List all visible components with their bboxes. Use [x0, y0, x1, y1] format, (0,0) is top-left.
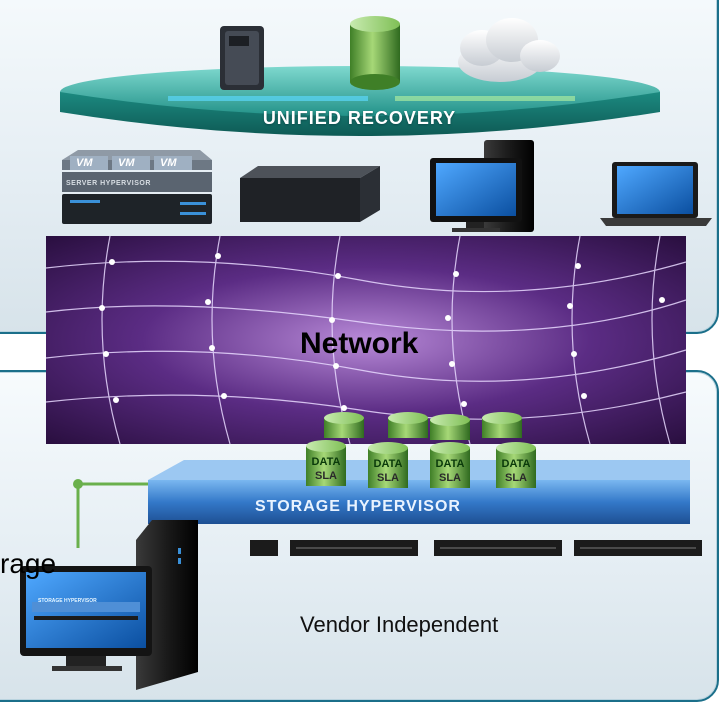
storage-label-partial: rage	[0, 548, 57, 579]
sla-label: SLA	[439, 472, 461, 484]
server-hypervisor-label: SERVER HYPERVISOR	[66, 180, 151, 187]
connection-line	[73, 479, 150, 548]
storage-arrays	[250, 540, 702, 556]
server-hypervisor-icon	[62, 150, 212, 224]
unified-recovery-label: UNIFIED RECOVERY	[262, 108, 457, 128]
vm-label: VM	[160, 157, 177, 169]
data-label: DATA	[311, 456, 341, 468]
network-label: Network	[300, 327, 419, 360]
blade-server-icon	[240, 166, 380, 222]
laptop-icon	[600, 162, 712, 226]
vm-label: VM	[76, 157, 93, 169]
data-label: DATA	[373, 458, 403, 470]
data-label: DATA	[435, 458, 465, 470]
vendor-independent-label: Vendor Independent	[300, 612, 499, 637]
vm-label: VM	[118, 157, 135, 169]
sla-label: SLA	[505, 472, 527, 484]
data-label: DATA	[501, 458, 531, 470]
storage-hypervisor-platform	[148, 460, 690, 524]
network-mesh	[45, 235, 687, 445]
data-sla-cylinders	[306, 412, 536, 488]
desktop-computer-icon	[430, 140, 534, 232]
storage-device-icon	[220, 26, 264, 90]
sla-label: SLA	[315, 470, 337, 482]
management-workstation-icon	[20, 520, 198, 690]
cloud-icon	[458, 18, 560, 82]
storage-hypervisor-label: STORAGE HYPERVISOR	[255, 498, 461, 515]
mini-storage-hypervisor-label: STORAGE HYPERVISOR	[38, 598, 97, 604]
sla-label: SLA	[377, 472, 399, 484]
database-icon	[350, 16, 400, 90]
